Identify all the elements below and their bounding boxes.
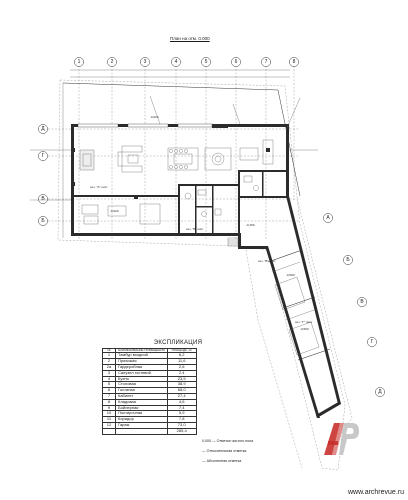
leader-lines [30, 95, 318, 201]
axis-top-bubble: 2 [107, 57, 117, 67]
axis-top-label: 4 [175, 59, 178, 65]
svg-text:сеч. "В" лист: сеч. "В" лист [258, 259, 276, 263]
axis-top-label: 5 [205, 59, 208, 65]
axis-left-label: Б [41, 218, 45, 224]
axis-top-bubble: 1 [74, 57, 84, 67]
entrance-steps [227, 237, 239, 247]
axis-left-bubble: Д [38, 124, 48, 134]
svg-text:сеч. "Г" лист: сеч. "Г" лист [295, 320, 313, 324]
columns [71, 148, 270, 199]
roof-overhang [62, 82, 301, 197]
axis-left-bubble: Г [38, 151, 48, 161]
svg-text:сеч. "Б" лист: сеч. "Б" лист [186, 227, 204, 231]
axis-bubbles-top: 1 2 3 4 5 6 7 8 [74, 57, 299, 67]
drawing-title: План на отм. 0.000 [170, 36, 210, 41]
mark-row: — Абсолютная отметка [202, 459, 242, 463]
axis-top-label: 6 [235, 59, 238, 65]
axis-bubbles-right: А Б В Г Д [323, 213, 385, 397]
axis-right-label: В [360, 299, 364, 305]
axis-top-bubble: 8 [289, 57, 299, 67]
axis-bubbles-left: Д Г В Б [38, 124, 48, 226]
axis-right-label: А [326, 215, 330, 221]
svg-text:-0,020: -0,020 [110, 209, 119, 213]
site-boundary [57, 79, 346, 471]
axis-left-bubble: В [38, 194, 48, 204]
legend-title: ЭКСПЛИКАЦИЯ [153, 340, 203, 346]
svg-text:-0,150: -0,150 [246, 223, 255, 227]
legend-header-row: № НАИМЕНОВАНИЕ ПОМЕЩЕНИЯ ПЛОЩАДЬ, м² [102, 347, 197, 354]
axis-top-label: 3 [144, 59, 147, 65]
axis-top-label: 7 [265, 59, 268, 65]
axis-top-bubble: 4 [171, 57, 181, 67]
axis-right-bubble: А [323, 213, 333, 223]
axis-right-label: Д [378, 389, 382, 395]
mark-label: Отметка чистого пола [216, 439, 254, 443]
svg-text:-0,500: -0,500 [300, 327, 309, 331]
mark-code: 0,000 [202, 439, 211, 443]
legend-row: 285,4 [102, 427, 197, 435]
mark-row: — Относительная отметка [202, 449, 247, 453]
axis-top-label: 2 [111, 59, 114, 65]
axis-top-bubble: 6 [231, 57, 241, 67]
axis-top-bubble: 3 [140, 57, 150, 67]
axis-left-bubble: Б [38, 216, 48, 226]
axis-left-label: В [41, 196, 45, 202]
axis-right-bubble: В [357, 297, 367, 307]
axis-top-label: 1 [78, 59, 81, 65]
axis-right-bubble: Д [375, 387, 385, 397]
svg-text:-0,020: -0,020 [150, 115, 159, 119]
marks-legend: 0,000 — Отметка чистого пола — Относител… [202, 436, 253, 466]
legend-cell-name [115, 427, 168, 435]
axis-right-label: Б [346, 257, 350, 263]
axis-right-bubble: Б [343, 255, 353, 265]
axis-top-label: 8 [293, 59, 296, 65]
axis-top-bubble: 5 [201, 57, 211, 67]
axis-left-label: Д [41, 126, 45, 132]
mark-label: Относительная отметка [206, 449, 247, 453]
furniture-living [79, 139, 274, 225]
main-house-walls [71, 123, 289, 236]
garage-wing-walls [238, 196, 353, 469]
axis-right-label: Г [371, 339, 374, 345]
mark-row: 0,000 — Отметка чистого пола [202, 439, 254, 443]
brand-logo [324, 423, 359, 455]
legend-cell-area: 285,4 [166, 427, 197, 435]
mark-label: Абсолютная отметка [206, 459, 242, 463]
axis-right-bubble: Г [367, 337, 377, 347]
svg-text:-0,500: -0,500 [286, 273, 295, 277]
site-url[interactable]: www.archrevue.ru [347, 489, 404, 496]
level-marks: -0,020 -0,020 -0,150 -0,500 -0,500 [110, 115, 309, 331]
legend-cell-number [102, 427, 116, 435]
axis-top-bubble: 7 [261, 57, 271, 67]
legend-header-area: ПЛОЩАДЬ, м² [166, 347, 197, 354]
axis-left-label: Г [42, 153, 45, 159]
svg-text:сеч. "А" лист: сеч. "А" лист [90, 185, 108, 189]
legend-header-number: № [102, 347, 116, 354]
section-labels: сеч. "А" лист сеч. "Б" лист сеч. "В" лис… [90, 185, 313, 324]
